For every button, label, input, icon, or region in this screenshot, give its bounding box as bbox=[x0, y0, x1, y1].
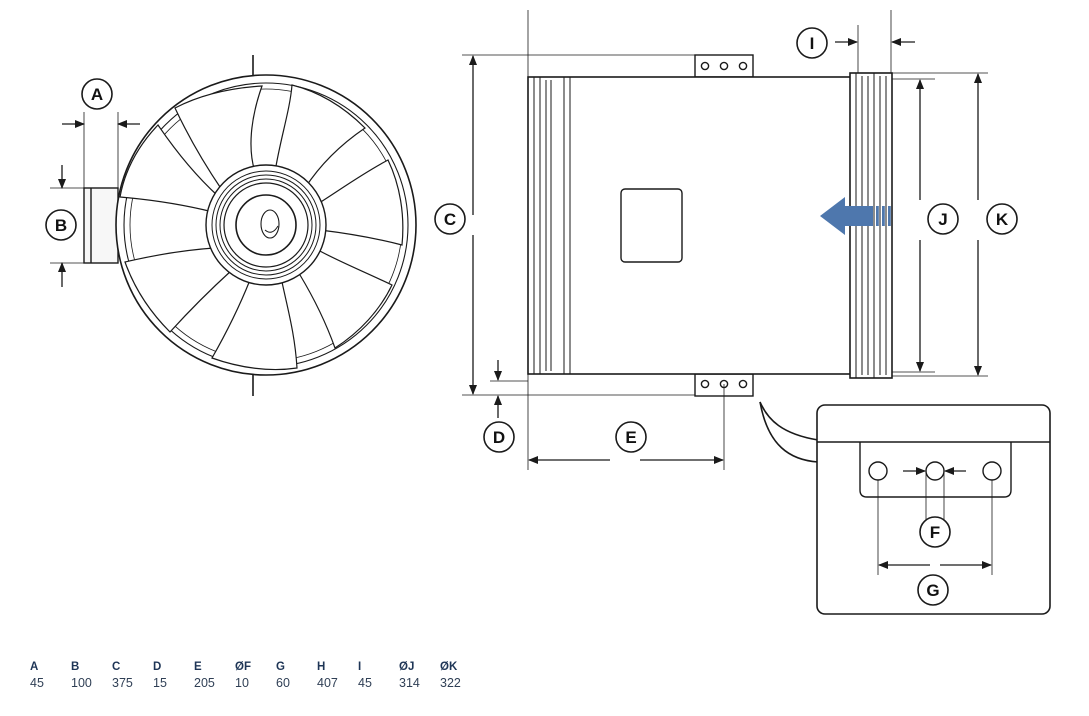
dim-header: ØF bbox=[235, 661, 251, 673]
callout-E: E bbox=[615, 421, 647, 453]
dim-value: 10 bbox=[235, 676, 249, 690]
dim-header: ØK bbox=[440, 661, 458, 673]
dim-col-f: ØF 10 bbox=[235, 659, 276, 691]
dim-col-i: I 45 bbox=[358, 659, 399, 691]
flange-left bbox=[533, 77, 571, 374]
callout-F: F bbox=[919, 516, 951, 548]
svg-text:A: A bbox=[91, 85, 103, 104]
dimension-C bbox=[462, 54, 695, 396]
dim-value: 375 bbox=[112, 676, 133, 690]
dim-value: 45 bbox=[30, 676, 44, 690]
dim-header: E bbox=[194, 661, 202, 673]
dim-value: 60 bbox=[276, 676, 290, 690]
bracket-detail-view bbox=[759, 401, 1051, 615]
dim-value: 314 bbox=[399, 676, 420, 690]
dim-value: 15 bbox=[153, 676, 167, 690]
svg-text:E: E bbox=[625, 428, 636, 447]
dimension-A bbox=[62, 112, 140, 188]
dimension-E bbox=[527, 10, 725, 470]
dimension-B bbox=[50, 165, 84, 287]
dimension-table: A 45 B 100 C 375 D 15 E 205 ØF 10 G 60 H… bbox=[30, 659, 481, 691]
mounting-bracket-top bbox=[694, 54, 754, 78]
junction-box bbox=[620, 188, 683, 263]
svg-text:K: K bbox=[996, 210, 1009, 229]
callout-G: G bbox=[917, 574, 949, 606]
dim-header: B bbox=[71, 661, 80, 673]
dim-col-k: ØK 322 bbox=[440, 659, 481, 691]
dim-col-d: D 15 bbox=[153, 659, 194, 691]
dim-value: 100 bbox=[71, 676, 92, 690]
dim-col-h: H 407 bbox=[317, 659, 358, 691]
fan-blades bbox=[119, 84, 404, 371]
dimension-I bbox=[835, 10, 915, 73]
svg-text:J: J bbox=[938, 210, 947, 229]
svg-text:D: D bbox=[493, 428, 505, 447]
dim-value: 407 bbox=[317, 676, 338, 690]
dim-header: ØJ bbox=[399, 661, 415, 673]
dim-header: G bbox=[276, 661, 285, 673]
callout-I: I bbox=[796, 27, 828, 59]
dim-col-c: C 375 bbox=[112, 659, 153, 691]
front-view bbox=[83, 55, 417, 396]
dim-header: C bbox=[112, 661, 121, 673]
dimension-D bbox=[490, 360, 528, 418]
svg-text:F: F bbox=[930, 523, 940, 542]
callout-J: J bbox=[927, 203, 959, 235]
callout-D: D bbox=[483, 421, 515, 453]
svg-text:G: G bbox=[926, 581, 939, 600]
callout-C: C bbox=[434, 203, 466, 235]
dimension-K bbox=[892, 72, 988, 377]
fan-casing bbox=[527, 76, 859, 375]
dim-value: 322 bbox=[440, 676, 461, 690]
svg-text:C: C bbox=[444, 210, 456, 229]
dimension-G bbox=[877, 480, 993, 575]
dim-header: I bbox=[358, 661, 362, 673]
dim-col-e: E 205 bbox=[194, 659, 235, 691]
dim-header: D bbox=[153, 661, 162, 673]
dim-col-b: B 100 bbox=[71, 659, 112, 691]
svg-text:B: B bbox=[55, 216, 67, 235]
dim-value: 45 bbox=[358, 676, 372, 690]
callout-K: K bbox=[986, 203, 1018, 235]
svg-text:I: I bbox=[810, 34, 815, 53]
dim-header: A bbox=[30, 661, 39, 673]
airflow-arrow-icon bbox=[820, 197, 891, 235]
dim-header: H bbox=[317, 661, 326, 673]
terminal-box bbox=[83, 187, 119, 264]
dim-value: 205 bbox=[194, 676, 215, 690]
dim-col-a: A 45 bbox=[30, 659, 71, 691]
callout-B: B bbox=[45, 209, 77, 241]
dim-col-g: G 60 bbox=[276, 659, 317, 691]
callout-A: A bbox=[81, 78, 113, 110]
dim-col-j: ØJ 314 bbox=[399, 659, 440, 691]
dimension-J bbox=[892, 78, 935, 373]
dimension-F bbox=[903, 467, 966, 520]
